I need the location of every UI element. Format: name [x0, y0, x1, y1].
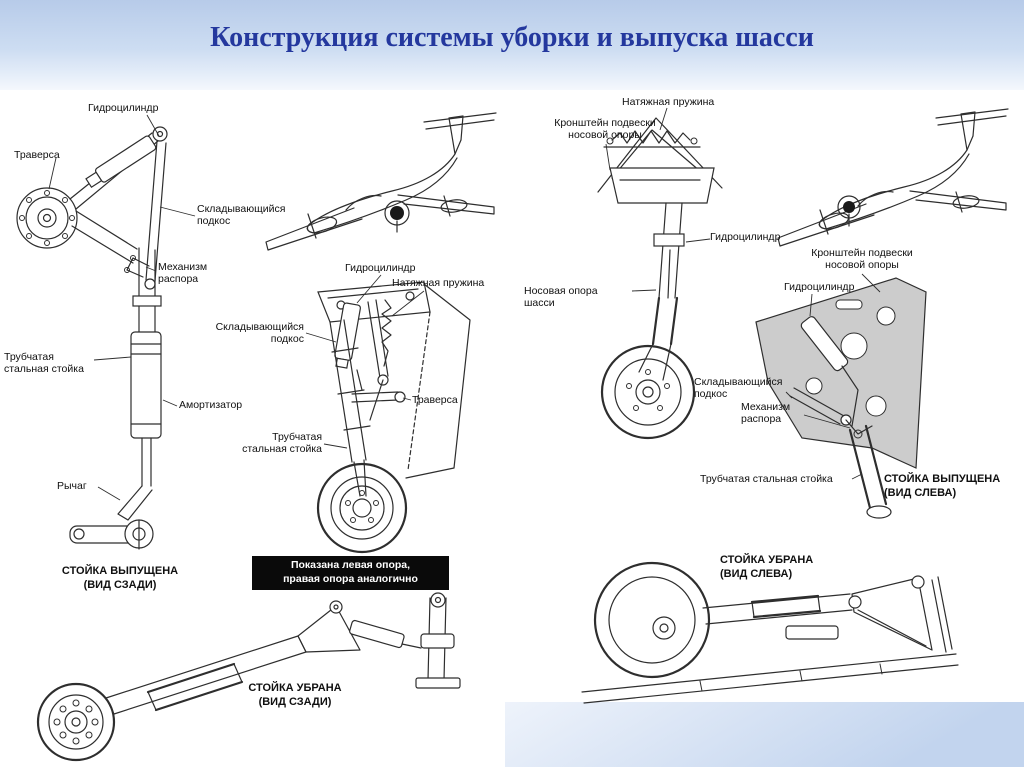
diagram-nose-gear-retracted: [581, 561, 959, 704]
diagram-main-gear-retracted: [36, 592, 461, 762]
label-nose-strut: Носовая опора шасси: [524, 285, 598, 310]
footer-band: [505, 702, 1024, 767]
label-side-tension-spring: Натяжная пружина: [392, 277, 485, 289]
label-nose-tube-strut: Трубчатая стальная стойка: [700, 473, 833, 485]
label-main-hydrocylinder: Гидроцилиндр: [88, 102, 159, 114]
aircraft-main-gear-location: [265, 112, 497, 251]
header-band: [0, 0, 1024, 90]
caption-nose-gear-retracted: СТОЙКА УБРАНА (ВИД СЛЕВА): [720, 554, 814, 581]
diagram-main-gear-rear: [16, 114, 196, 550]
label-main-traverse: Траверса: [14, 149, 60, 161]
aircraft-nose-gear-location: [777, 108, 1009, 247]
label-side-traverse: Траверса: [412, 394, 458, 406]
label-nose-folding-strut: Складывающийся подкос: [694, 376, 783, 401]
label-nose-spread-mechanism: Механизм распора: [741, 401, 791, 426]
caption-main-gear-retracted: СТОЙКА УБРАНА (ВИД СЗАДИ): [248, 682, 342, 709]
label-side-folding-strut: Складывающийся подкос: [215, 321, 304, 346]
label-nose-bracket-side: Кронштейн подвески носовой опоры: [811, 247, 913, 272]
caption-nose-gear-extended: СТОЙКА ВЫПУЩЕНА (ВИД СЛЕВА): [884, 473, 1001, 500]
caption-main-gear-extended: СТОЙКА ВЫПУЩЕНА (ВИД СЗАДИ): [61, 565, 179, 592]
label-main-tube-strut: Трубчатая стальная стойка: [4, 351, 84, 376]
label-main-shock-absorber: Амортизатор: [179, 399, 243, 411]
page-title: Конструкция системы уборки и выпуска шас…: [210, 22, 814, 53]
label-nose-hydrocylinder-side: Гидроцилиндр: [784, 281, 855, 293]
note-box: Показана левая опора, правая опора анало…: [252, 556, 449, 590]
label-main-lever: Рычаг: [57, 480, 87, 492]
label-main-spread-mechanism: Механизм распора: [158, 261, 208, 286]
label-side-tube-strut: Трубчатая стальная стойка: [242, 431, 322, 456]
label-nose-hydrocylinder-top: Гидроцилиндр: [710, 231, 781, 243]
diagram-nose-gear-extended: [597, 107, 927, 519]
diagram-main-gear-side: [305, 274, 471, 554]
label-nose-bracket-top: Кронштейн подвески носовой опоры: [554, 117, 656, 142]
label-side-hydrocylinder: Гидроцилиндр: [345, 262, 416, 274]
label-main-folding-strut: Складывающийся подкос: [197, 203, 286, 228]
label-nose-tension-spring: Натяжная пружина: [622, 96, 715, 108]
